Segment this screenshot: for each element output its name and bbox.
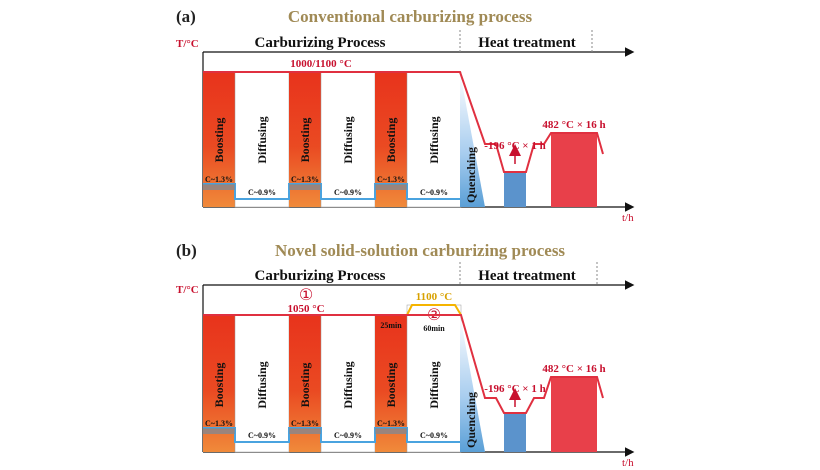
boost-label: Boosting [384, 363, 398, 408]
step-1-marker: ① [299, 285, 313, 304]
diffuse-label: Diffusing [341, 361, 355, 408]
quench-label: Quenching [464, 147, 478, 203]
boost-carbon-label: C~1.3% [291, 419, 319, 428]
panel-a-temp-profile [203, 71, 604, 173]
boost-carbon-bar [375, 428, 407, 434]
diffuse-carbon-label: C~0.9% [248, 431, 276, 440]
panel-a: (a) Conventional carburizing process T/°… [176, 7, 635, 224]
boost-carbon-label: C~1.3% [205, 175, 233, 184]
cryo-label: -196 °C × 1 h [484, 383, 545, 395]
boost-label: Boosting [212, 363, 226, 408]
diffuse-label: Diffusing [341, 116, 355, 163]
panel-a-title: Conventional carburizing process [288, 7, 533, 26]
time-60min-label: 60min [423, 324, 445, 333]
diffuse-carbon-label: C~0.9% [334, 431, 362, 440]
panel-b-y-label: T/°C [176, 284, 199, 296]
temper-block [551, 133, 597, 207]
diffuse-block [320, 71, 376, 208]
panel-a-temp-label: 1000/1100 °C [290, 58, 352, 70]
boost-carbon-bar [375, 184, 407, 190]
cryo-block [504, 413, 526, 452]
panel-b: (b) Novel solid-solution carburizing pro… [176, 241, 635, 469]
cryo-label: -196 °C × 1 h [484, 140, 545, 152]
panel-b-header-heat: Heat treatment [478, 268, 576, 284]
diffuse-block [320, 314, 376, 453]
time-25min-label: 25min [380, 321, 402, 330]
panel-b-title: Novel solid-solution carburizing process [275, 241, 565, 260]
gold-temp-step [406, 304, 462, 316]
panel-a-label: (a) [176, 7, 196, 26]
diffuse-label: Diffusing [255, 116, 269, 163]
temper-label: 482 °C × 16 h [542, 363, 605, 375]
boost-carbon-bar [289, 184, 321, 190]
panel-b-x-label: t/h [622, 457, 634, 469]
panel-a-x-label: t/h [622, 212, 634, 224]
boost-label: Boosting [384, 118, 398, 163]
boost-carbon-label: C~1.3% [377, 419, 405, 428]
diffuse-label: Diffusing [427, 116, 441, 163]
panel-a-header-heat: Heat treatment [478, 35, 576, 51]
boost-carbon-bar [203, 428, 235, 434]
cryo-block [504, 172, 526, 207]
panel-b-label: (b) [176, 241, 197, 260]
boost-carbon-label: C~1.3% [377, 175, 405, 184]
quench-region [460, 72, 485, 207]
panel-a-y-label: T/°C [176, 38, 199, 50]
diffuse-block [234, 71, 290, 208]
panel-b-temp2-label: 1100 °C [416, 291, 453, 303]
temper-block [551, 377, 597, 452]
quench-label: Quenching [464, 392, 478, 448]
boost-label: Boosting [298, 118, 312, 163]
diffuse-label: Diffusing [427, 361, 441, 408]
boost-carbon-bar [289, 428, 321, 434]
temper-label: 482 °C × 16 h [542, 119, 605, 131]
diffuse-carbon-label: C~0.9% [334, 188, 362, 197]
panel-a-header-carb: Carburizing Process [255, 35, 386, 51]
panel-b-temp-profile [203, 314, 604, 414]
diffuse-carbon-label: C~0.9% [420, 188, 448, 197]
diffuse-label: Diffusing [255, 361, 269, 408]
diffuse-block [406, 304, 462, 453]
diffuse-carbon-label: C~0.9% [420, 431, 448, 440]
boost-carbon-bar [203, 184, 235, 190]
boost-carbon-label: C~1.3% [205, 419, 233, 428]
panel-b-temp1-label: 1050 °C [287, 303, 324, 315]
panel-b-header-carb: Carburizing Process [255, 268, 386, 284]
diffuse-carbon-label: C~0.9% [248, 188, 276, 197]
boost-label: Boosting [298, 363, 312, 408]
quench-region [460, 315, 485, 452]
boost-carbon-label: C~1.3% [291, 175, 319, 184]
boost-label: Boosting [212, 118, 226, 163]
